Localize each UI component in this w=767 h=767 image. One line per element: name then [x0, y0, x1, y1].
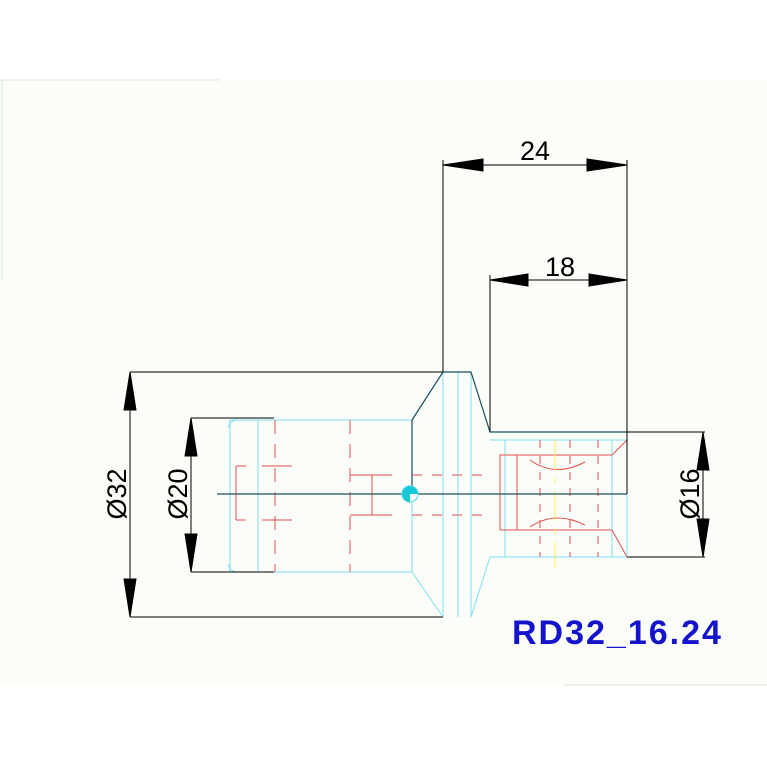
dimension-d16 — [627, 431, 710, 558]
arrowhead-icon — [489, 273, 529, 287]
arrowhead-icon — [696, 431, 710, 471]
origin-marker-icon — [401, 485, 419, 503]
dimension-24 — [442, 158, 628, 494]
arrowhead-icon — [123, 578, 137, 618]
arrowhead-icon — [184, 417, 198, 457]
dimension-d32 — [123, 371, 443, 618]
dimension-24-label: 24 — [520, 136, 550, 166]
dimension-d20 — [184, 417, 274, 573]
arrowhead-icon — [586, 158, 628, 172]
red-feature-marks — [235, 420, 628, 572]
dimension-d20-label: Ø20 — [163, 468, 193, 519]
arrowhead-icon — [696, 518, 710, 558]
dimension-18 — [489, 273, 628, 432]
dimension-d32-label: Ø32 — [102, 468, 132, 519]
arrowhead-icon — [184, 533, 198, 573]
part-number-label: RD32_16.24 — [512, 614, 723, 652]
dimension-d16-label: Ø16 — [675, 468, 705, 519]
dimension-18-label: 18 — [545, 252, 575, 282]
arrowhead-icon — [123, 371, 137, 411]
cyan-construction-lines — [227, 371, 628, 618]
arrowhead-icon — [588, 273, 628, 287]
part-outline — [217, 371, 627, 495]
drawing-sheet — [0, 80, 767, 685]
arrowhead-icon — [442, 158, 484, 172]
